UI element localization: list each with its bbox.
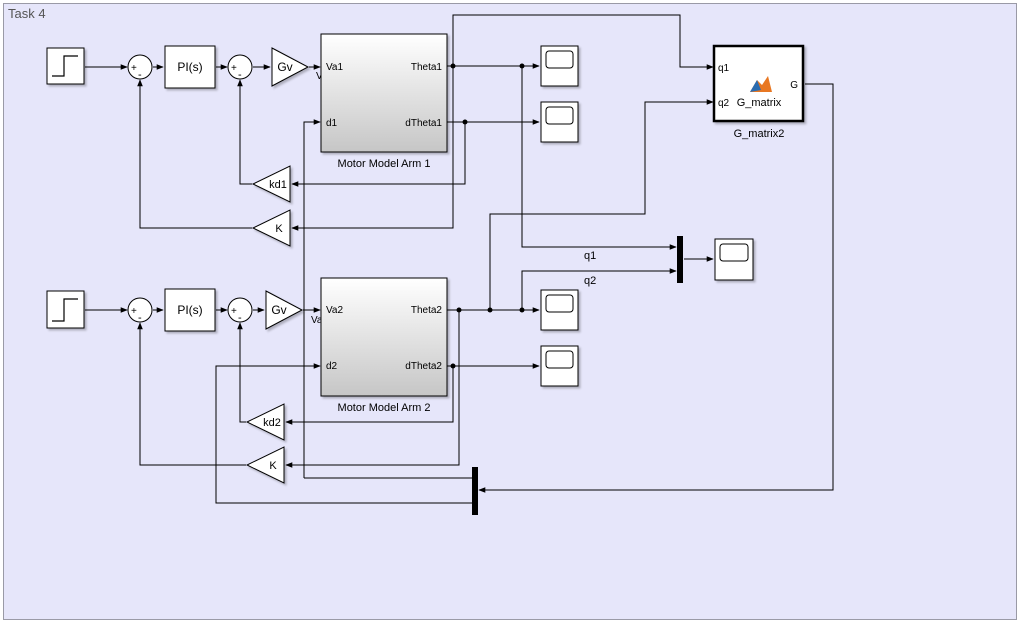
scope-icon	[719, 243, 749, 262]
gain-gv-arm1[interactable]: Gv	[271, 47, 310, 87]
motor-port-theta1: Theta1	[411, 62, 443, 73]
sum-block-arm1-inner[interactable]: + -	[227, 54, 253, 81]
scope-icon	[545, 294, 574, 313]
scope-theta2[interactable]	[540, 289, 579, 331]
mux-block[interactable]	[677, 236, 683, 283]
gain-k-arm2[interactable]: K	[245, 446, 285, 484]
sum-plus-sign: +	[231, 306, 237, 317]
sum-block-arm1-outer[interactable]: + -	[127, 54, 153, 81]
gain-k-arm1[interactable]: K	[251, 209, 291, 247]
matlab-function-icon	[750, 76, 772, 92]
scope-dtheta1[interactable]	[540, 101, 579, 143]
sum-minus-sign: -	[138, 312, 142, 324]
scope-icon	[545, 106, 574, 125]
gv-sublabel: Va1	[311, 315, 328, 326]
gmatrix-port-q2: q2	[718, 98, 730, 109]
sum-minus-sign: -	[238, 312, 242, 324]
scope-icon	[545, 50, 574, 69]
gmatrix-inner-label: G_matrix	[737, 97, 782, 109]
signal-lines	[85, 14, 834, 504]
motor-port-d2: d2	[326, 361, 338, 372]
gmatrix-port-g: G	[790, 80, 798, 91]
area-title: Task 4	[8, 6, 46, 21]
motor-name-arm1: Motor Model Arm 1	[338, 158, 431, 170]
motor-name-arm2: Motor Model Arm 2	[338, 402, 431, 414]
pi-block-arm1[interactable]: PI(s)	[164, 45, 216, 89]
scope-icon	[545, 350, 574, 369]
step-block-arm2[interactable]	[46, 290, 85, 329]
scope-dtheta2[interactable]	[540, 345, 579, 387]
step-block-arm1[interactable]	[46, 47, 85, 85]
branch-points	[450, 63, 525, 369]
motor-model-arm1[interactable]	[320, 33, 448, 153]
kd1-label: kd1	[269, 179, 287, 191]
pi-block-arm2[interactable]: PI(s)	[164, 288, 216, 332]
scope-q[interactable]	[714, 238, 754, 281]
gain-gv-arm2[interactable]: Gv	[265, 290, 304, 330]
k-label: K	[275, 223, 283, 235]
signal-label-q1: q1	[584, 250, 596, 262]
gv-label: Gv	[271, 303, 286, 317]
k-label: K	[269, 460, 277, 472]
sum-block-arm2-outer[interactable]: + -	[127, 297, 153, 324]
motor-model-arm2[interactable]	[320, 277, 448, 397]
area-annotation[interactable]	[3, 3, 1017, 620]
gv-label: Gv	[277, 60, 292, 74]
sum-plus-sign: +	[131, 306, 137, 317]
gain-kd2[interactable]: kd2	[245, 403, 285, 441]
motor-port-dtheta2: dTheta2	[405, 361, 442, 372]
motor-port-theta2: Theta2	[411, 305, 443, 316]
gain-kd1[interactable]: kd1	[251, 165, 291, 203]
sum-plus-sign: +	[231, 63, 237, 74]
step-icon	[52, 55, 78, 77]
demux-block[interactable]	[472, 467, 478, 515]
motor-port-va1: Va1	[326, 62, 343, 73]
sum-block-arm2-inner[interactable]: + -	[227, 297, 253, 324]
pi-label: PI(s)	[177, 60, 202, 74]
gmatrix-port-q1: q1	[718, 63, 730, 74]
kd2-label: kd2	[263, 417, 281, 429]
scope-theta1[interactable]	[540, 45, 579, 87]
gmatrix-name: G_matrix2	[734, 128, 785, 140]
signal-label-q2: q2	[584, 275, 596, 287]
motor-port-d1: d1	[326, 118, 338, 129]
step-icon	[52, 298, 78, 322]
sum-minus-sign: -	[138, 69, 142, 81]
sum-plus-sign: +	[131, 63, 137, 74]
sum-minus-sign: -	[238, 69, 242, 81]
motor-port-dtheta1: dTheta1	[405, 118, 442, 129]
motor-port-va2: Va2	[326, 305, 343, 316]
pi-label: PI(s)	[177, 303, 202, 317]
